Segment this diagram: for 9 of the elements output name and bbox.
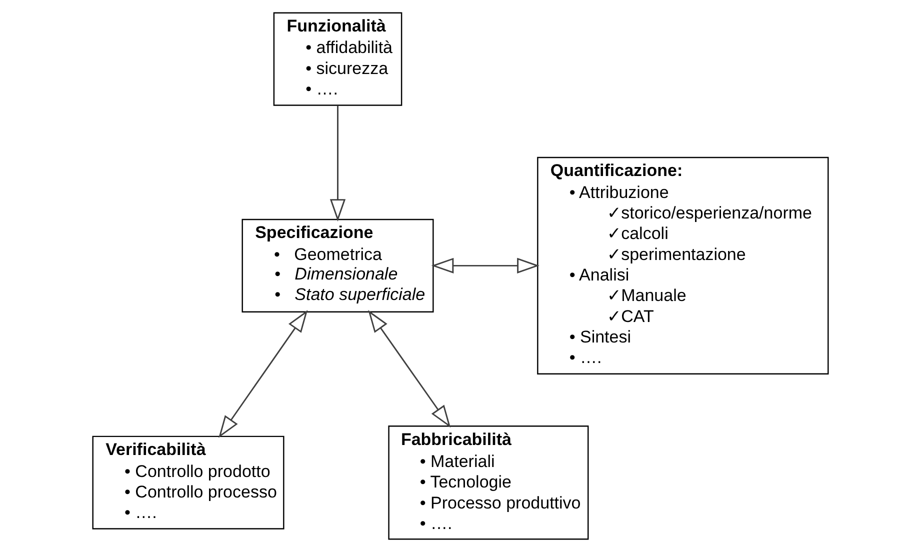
node-box: Quantificazione: • Attribuzione ✓storico/esperienza/norme ✓calcoli ✓sperimentazione • Analisi ✓Manuale ✓CAT • Sintesi • ….	[537, 156, 829, 374]
node-box: Verificabilità • Controllo prodotto • Controllo processo • ….	[92, 436, 284, 530]
arrow	[431, 258, 540, 274]
node-box: Funzionalità • affidabilità • sicurezza • ….	[273, 12, 402, 106]
arrow	[368, 310, 451, 428]
arrow	[218, 310, 308, 438]
arrow	[330, 106, 346, 222]
node-box: Fabbricabilità • Materiali • Tecnologie • Processo produttivo • ….	[388, 425, 589, 540]
node-box: Specificazione • Geometrica • Dimensionale • Stato superficiale	[242, 218, 434, 312]
